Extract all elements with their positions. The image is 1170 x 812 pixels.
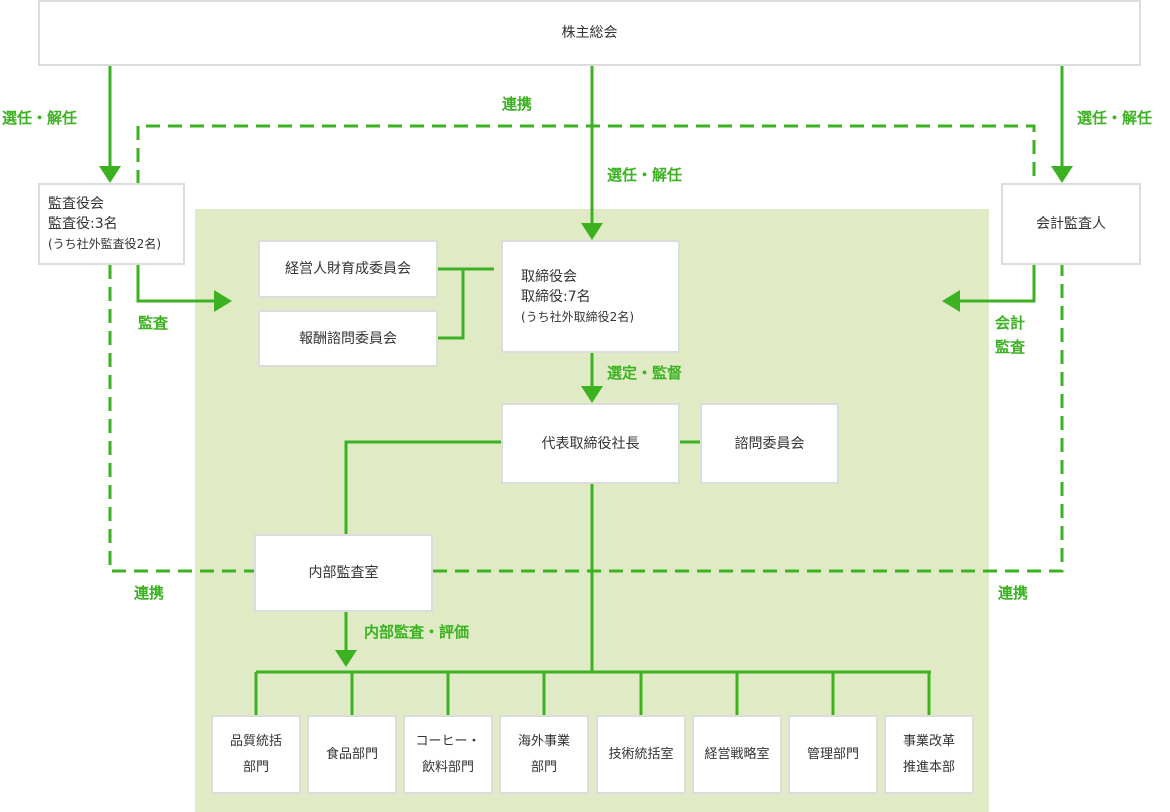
- nomination-committee-box: 経営人財育成委員会: [258, 240, 438, 298]
- nomination-committee-label: 経営人財育成委員会: [285, 261, 411, 277]
- elect-dismiss-right-label: 選任・解任: [1077, 109, 1153, 127]
- department-box: 事業改革 推進本部: [884, 715, 974, 794]
- cooperation-top-label: 連携: [502, 95, 533, 113]
- department-box: 技術統括室: [596, 715, 686, 794]
- cooperation-right-label: 連携: [998, 584, 1029, 602]
- department-line: 部門: [242, 759, 269, 775]
- department-line: 事業改革: [902, 733, 955, 749]
- connector-lines: [108, 66, 1064, 715]
- audit-board-box: 監査役会 監査役:3名 (うち社外監査役2名): [38, 183, 185, 265]
- shareholders-meeting-box: 株主総会: [38, 0, 1141, 66]
- department-box: 管理部門: [788, 715, 878, 794]
- accounting-audit-label-1: 会計: [995, 314, 1026, 332]
- cooperation-left-label: 連携: [134, 584, 165, 602]
- department-line: 推進本部: [902, 759, 955, 775]
- audit-board-count: 監査役:3名: [48, 216, 118, 232]
- board-count: 取締役:7名: [521, 288, 591, 305]
- advisory-committee-box: 諮問委員会: [700, 403, 839, 484]
- department-box: 食品部門: [307, 715, 397, 794]
- audit-board-title: 監査役会: [48, 196, 104, 212]
- advisory-committee-label: 諮問委員会: [734, 435, 805, 452]
- audit-board-note: (うち社外監査役2名): [48, 237, 161, 251]
- department-line: 経営戦略室: [704, 746, 770, 762]
- department-line: 品質統括: [229, 733, 282, 749]
- department-box: 海外事業 部門: [499, 715, 589, 794]
- elect-dismiss-left-label: 選任・解任: [2, 109, 78, 127]
- department-box: コーヒー・ 飲料部門: [403, 715, 493, 794]
- accounting-auditor-box: 会計監査人: [1001, 183, 1141, 265]
- department-line: 海外事業: [517, 733, 570, 749]
- board-note: (うち社外取締役2名): [521, 309, 634, 324]
- accounting-audit-label-2: 監査: [995, 338, 1026, 356]
- select-supervise-label: 選定・監督: [607, 364, 683, 382]
- board-title: 取締役会: [521, 268, 577, 285]
- remuneration-committee-label: 報酬諮問委員会: [299, 330, 397, 347]
- internal-audit-box: 内部監査室: [254, 534, 433, 612]
- accounting-auditor-label: 会計監査人: [1036, 216, 1106, 232]
- internal-audit-label: 内部監査室: [308, 565, 379, 581]
- department-line: 飲料部門: [421, 759, 474, 775]
- department-box: 品質統括 部門: [211, 715, 301, 794]
- audit-label: 監査: [138, 314, 169, 332]
- remuneration-committee-box: 報酬諮問委員会: [258, 310, 438, 367]
- department-line: 管理部門: [806, 746, 859, 762]
- department-line: 技術統括室: [608, 746, 674, 762]
- internal-audit-evaluation-label: 内部監査・評価: [364, 623, 470, 641]
- president-box: 代表取締役社長: [501, 403, 680, 484]
- elect-dismiss-center-label: 選任・解任: [607, 166, 683, 184]
- board-of-directors-box: 取締役会 取締役:7名 (うち社外取締役2名): [501, 240, 680, 353]
- department-line: コーヒー・: [415, 733, 481, 749]
- department-line: 食品部門: [325, 746, 378, 762]
- shareholders-meeting-label: 株主総会: [561, 25, 618, 41]
- president-label: 代表取締役社長: [541, 435, 640, 452]
- department-box: 経営戦略室: [692, 715, 782, 794]
- arrowheads: [99, 166, 1073, 667]
- department-line: 部門: [530, 759, 557, 775]
